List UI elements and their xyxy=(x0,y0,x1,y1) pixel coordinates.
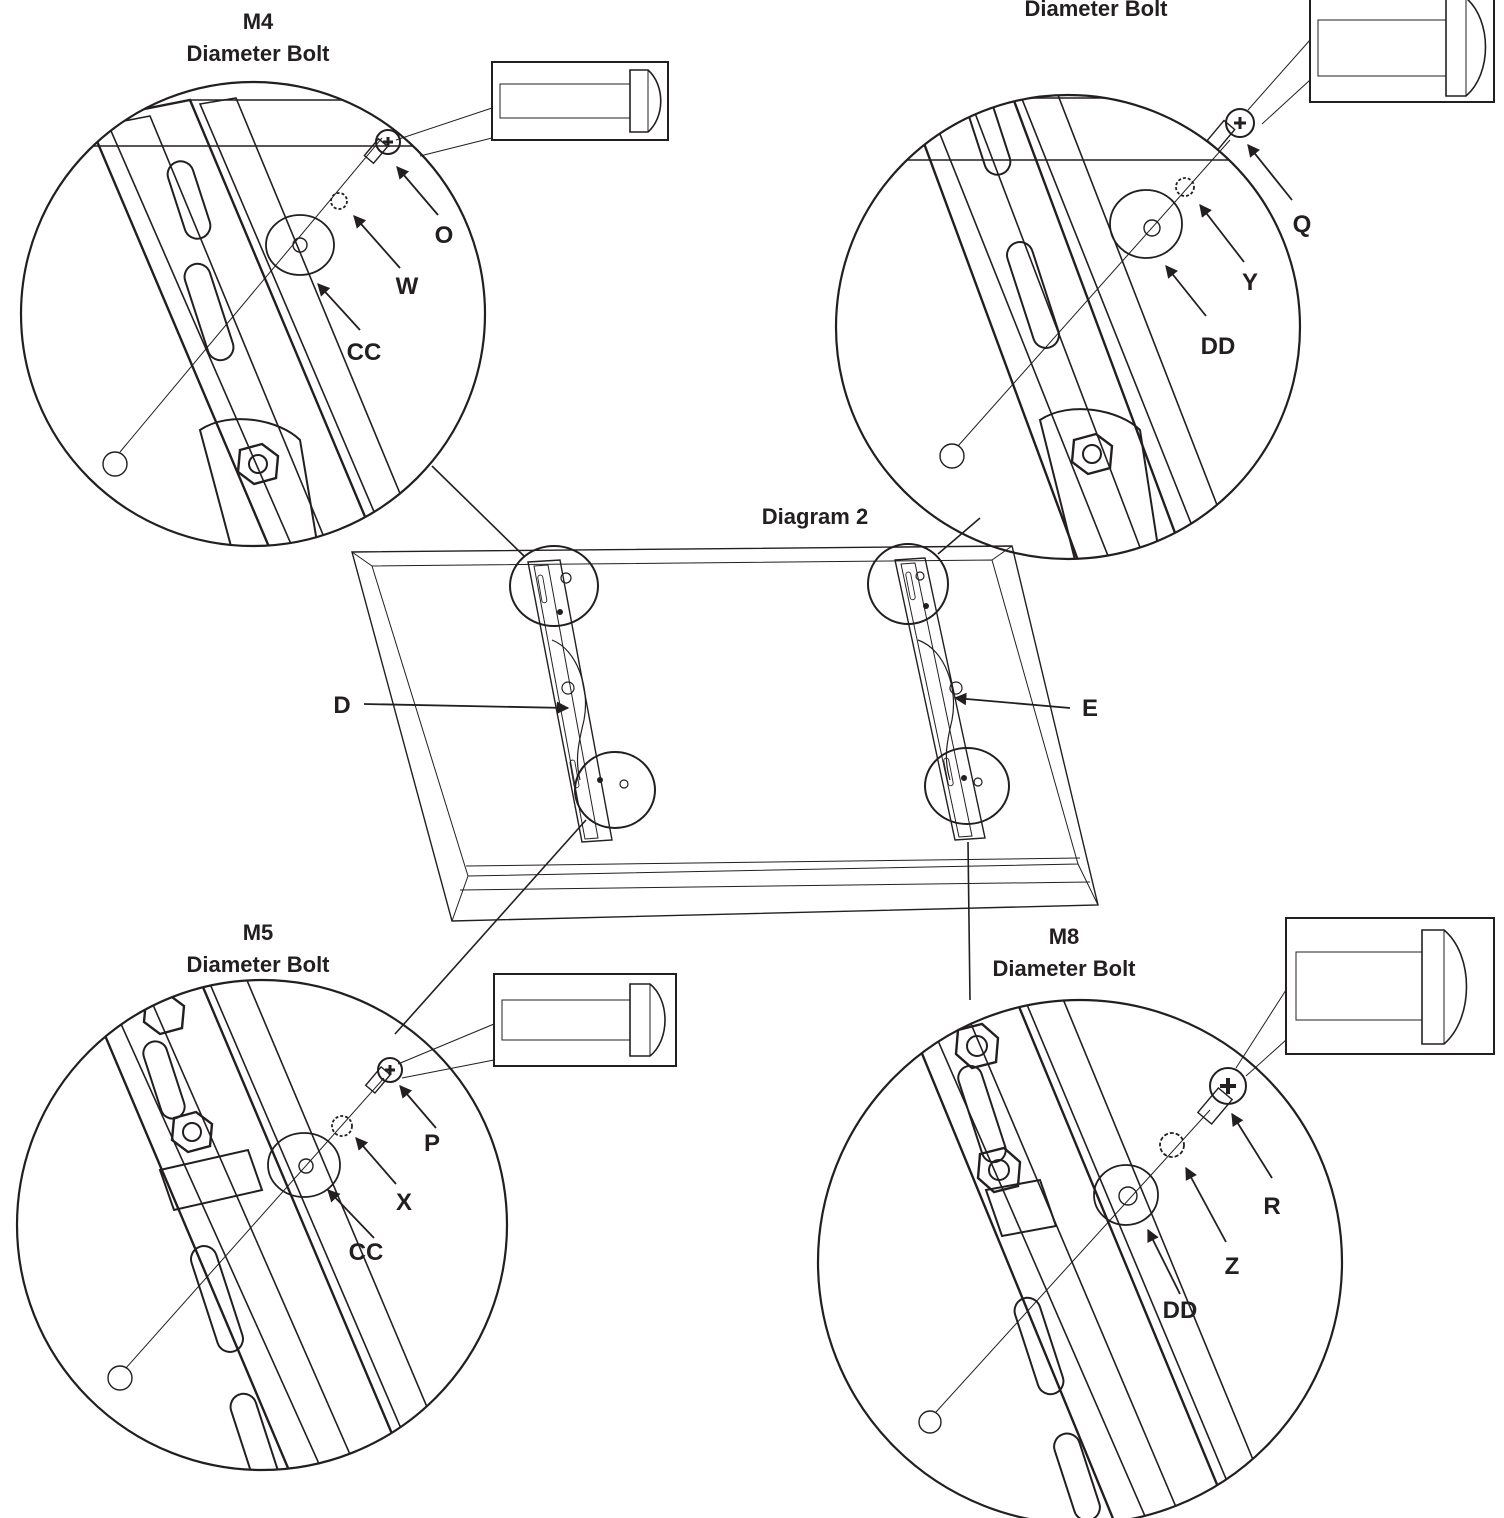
label-y: Y xyxy=(1242,269,1258,296)
label-w: W xyxy=(396,273,419,300)
bottom-left-size: M5 xyxy=(243,920,274,945)
label-p: P xyxy=(424,1130,440,1157)
bracket-right xyxy=(894,557,986,841)
label-d: D xyxy=(333,692,350,719)
label-o: O xyxy=(435,222,454,249)
arrow-e xyxy=(953,692,1071,709)
bolt-inset-r xyxy=(1285,917,1495,1055)
label-e: E xyxy=(1082,695,1098,722)
label-cc-bottom: CC xyxy=(349,1239,384,1266)
tv-panel xyxy=(351,545,1099,922)
callout-bottom-left xyxy=(15,973,677,1472)
callout-top-right xyxy=(834,0,1495,561)
bolt-o xyxy=(363,129,401,165)
bottom-right-size: M8 xyxy=(1049,924,1080,949)
bottom-left-heading: Diameter Bolt xyxy=(186,952,330,977)
connector-lines xyxy=(394,465,981,1035)
bolt-inset-p xyxy=(493,973,677,1067)
label-dd-bottom: DD xyxy=(1163,1297,1198,1324)
bolt-inset-q xyxy=(1309,0,1495,103)
label-x: X xyxy=(396,1189,412,1216)
bolt-p xyxy=(364,1057,403,1095)
top-left-heading: Diameter Bolt xyxy=(186,41,330,66)
top-right-heading: Diameter Bolt xyxy=(1024,0,1168,21)
diagram-title: Diagram 2 xyxy=(762,504,868,529)
bolt-r xyxy=(1196,1067,1247,1126)
top-left-size: M4 xyxy=(243,9,274,34)
detail-markers xyxy=(509,543,1010,829)
label-q: Q xyxy=(1293,211,1312,238)
label-r: R xyxy=(1263,1193,1280,1220)
callout-bottom-right xyxy=(816,917,1495,1518)
label-cc-top: CC xyxy=(347,339,382,366)
callout-top-left xyxy=(19,61,669,548)
bracket-left xyxy=(527,559,613,843)
bolt-q xyxy=(1206,108,1255,151)
label-z: Z xyxy=(1225,1253,1240,1280)
bottom-right-heading: Diameter Bolt xyxy=(992,956,1136,981)
bolt-inset-o xyxy=(491,61,669,141)
arrow-d xyxy=(363,701,570,715)
label-dd-top: DD xyxy=(1201,333,1236,360)
